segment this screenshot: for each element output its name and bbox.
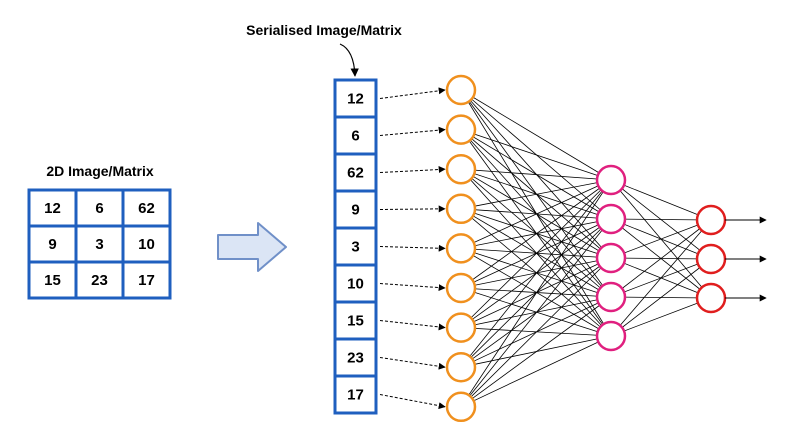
connection-line (610, 179, 712, 221)
connection-line (460, 89, 612, 181)
input-node (445, 233, 477, 264)
serial-cell: 23 (347, 350, 364, 367)
connection-line (460, 179, 612, 408)
serial-cell: 10 (347, 276, 364, 293)
input-arrow (379, 357, 446, 370)
connection-line (460, 296, 612, 408)
serial-cell: 12 (347, 91, 364, 108)
output-layer (695, 204, 727, 314)
input-node (445, 193, 477, 225)
serial-border (333, 78, 378, 415)
matrix-label: 2D Image/Matrix (46, 163, 154, 179)
serial-cell: 3 (351, 239, 359, 256)
connection-line (460, 218, 612, 408)
hidden-layer (595, 164, 627, 352)
matrix-cell: 23 (91, 272, 108, 289)
input-arrows (379, 87, 446, 410)
connection-line (610, 258, 712, 337)
matrix-cell: 9 (48, 236, 56, 253)
connection-line (460, 257, 612, 408)
input-node (445, 391, 477, 423)
output-node (695, 204, 727, 236)
connection-line (610, 219, 712, 298)
hidden-node (595, 164, 627, 196)
matrix-cell: 10 (138, 236, 155, 253)
input-arrow (379, 320, 446, 331)
hidden-node (595, 203, 627, 235)
connection-line (460, 179, 612, 368)
input-arrow (379, 283, 446, 292)
connection-line (460, 129, 612, 181)
hidden-node (595, 320, 627, 352)
serial-label: Serialised Image/Matrix (246, 22, 402, 38)
matrix-grid: 12 6 62 9 3 10 15 23 17 (27, 188, 172, 300)
connection-line (610, 218, 712, 221)
serial-cell: 17 (347, 387, 364, 404)
matrix-cell: 17 (138, 272, 155, 289)
serial-cell: 15 (347, 313, 364, 330)
input-arrow (379, 205, 446, 213)
input-layer (445, 74, 477, 423)
matrix-cell: 3 (95, 236, 103, 253)
input-node (445, 351, 477, 383)
connection-line (610, 219, 712, 259)
output-arrows (725, 216, 767, 302)
transform-arrow (217, 222, 287, 272)
input-node (445, 114, 477, 145)
connection-line (460, 335, 612, 408)
input-arrow (379, 394, 446, 410)
connection-line (610, 219, 712, 337)
connection-line (460, 168, 612, 181)
matrix-cell: 15 (44, 272, 61, 289)
input-node (445, 312, 477, 343)
serial-column: 12 6 62 9 3 10 15 23 17 (333, 78, 378, 415)
input-node (445, 272, 477, 304)
input-arrow (379, 166, 446, 174)
input-arrow (379, 87, 446, 99)
matrix-border (27, 188, 172, 300)
serial-cell: 9 (351, 202, 359, 219)
connection-line (460, 179, 612, 289)
connection-line (460, 179, 612, 249)
serial-cell: 62 (347, 165, 364, 182)
matrix-cell: 12 (44, 200, 61, 217)
connection-line (460, 179, 612, 210)
connections (460, 89, 712, 408)
input-node (445, 74, 477, 106)
connection-line (460, 179, 612, 328)
connection-line (610, 297, 712, 337)
input-arrow (379, 244, 446, 252)
hidden-node (595, 242, 627, 274)
matrix-cell: 6 (95, 200, 103, 217)
serial-cell: 6 (351, 128, 359, 145)
matrix-cell: 62 (138, 200, 155, 217)
output-node (695, 243, 727, 275)
output-node (695, 282, 727, 314)
serial-label-pointer (339, 43, 359, 77)
input-node (445, 153, 477, 185)
hidden-node (595, 281, 627, 313)
input-arrow (379, 126, 446, 136)
